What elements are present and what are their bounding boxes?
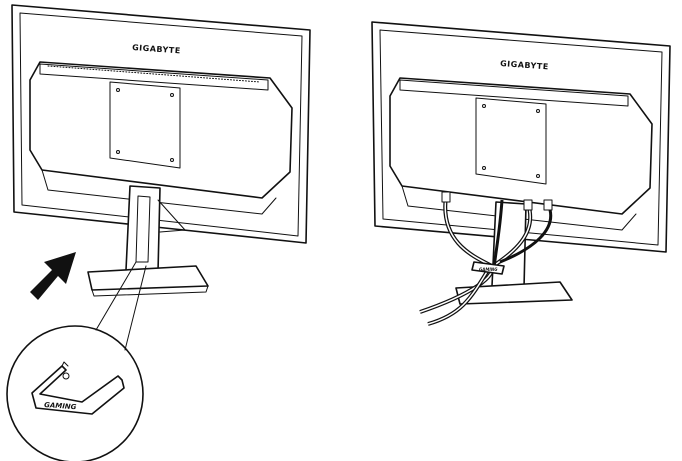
clip-detail-callout: GAMING	[7, 262, 146, 461]
left-brand-logo: GIGABYTE	[132, 43, 181, 55]
left-stand-base	[88, 266, 208, 290]
right-monitor: GIGABYTE GAMING	[372, 22, 670, 324]
left-monitor: GIGABYTE	[12, 5, 310, 296]
right-brand-logo: GIGABYTE	[500, 59, 549, 71]
detail-magnifier-circle	[7, 326, 143, 461]
up-right-arrow-icon	[30, 252, 76, 300]
installed-clip-logo: GAMING	[479, 267, 498, 272]
cables	[420, 192, 552, 324]
left-stand-neck	[126, 186, 160, 272]
